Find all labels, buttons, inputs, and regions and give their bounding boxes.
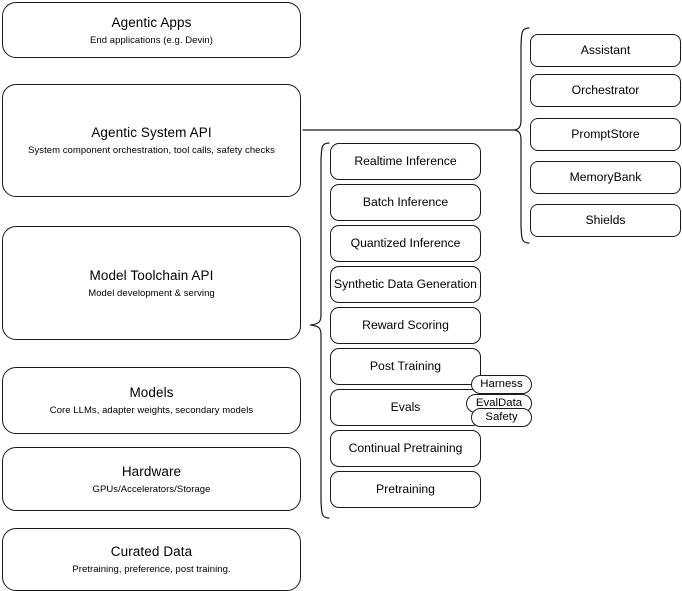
brace-middle (309, 142, 330, 519)
layer-title: Curated Data (110, 544, 193, 559)
layer-curated-data[interactable]: Curated Data Pretraining, preference, po… (2, 528, 301, 591)
component-label: MemoryBank (569, 170, 642, 184)
eval-pill-harness[interactable]: Harness (471, 375, 532, 394)
capability-evals[interactable]: Evals (330, 389, 481, 426)
capability-label: Continual Pretraining (348, 441, 463, 455)
layer-model-toolchain-api[interactable]: Model Toolchain API Model development & … (2, 226, 301, 340)
capability-batch-inference[interactable]: Batch Inference (330, 184, 481, 221)
eval-pill-label: EvalData (475, 397, 523, 409)
layer-subtitle: End applications (e.g. Devin) (90, 34, 213, 46)
component-shields[interactable]: Shields (530, 204, 681, 237)
component-label: PromptStore (571, 127, 640, 141)
capability-label: Pretraining (376, 482, 435, 496)
layer-subtitle: GPUs/Accelerators/Storage (92, 483, 211, 495)
layer-subtitle: Pretraining, preference, post training. (72, 564, 231, 575)
eval-pill-safety[interactable]: Safety (471, 408, 532, 427)
brace-right (513, 27, 530, 244)
capability-synthetic-data-generation[interactable]: Synthetic Data Generation (330, 266, 481, 303)
component-memorybank[interactable]: MemoryBank (530, 161, 681, 194)
capability-label: Realtime Inference (354, 154, 457, 168)
component-orchestrator[interactable]: Orchestrator (530, 74, 681, 107)
layer-subtitle: Core LLMs, adapter weights, secondary mo… (49, 405, 254, 416)
capability-label: Post Training (369, 359, 442, 373)
capability-label: Evals (390, 400, 421, 414)
layer-title: Model Toolchain API (89, 267, 214, 283)
eval-pill-label: Safety (485, 411, 518, 423)
layer-subtitle: Model development & serving (88, 287, 215, 299)
component-assistant[interactable]: Assistant (530, 34, 681, 67)
layer-title: Models (129, 385, 174, 400)
component-label: Shields (585, 213, 626, 227)
eval-pill-label: Harness (480, 378, 523, 390)
layer-subtitle: System component orchestration, tool cal… (28, 145, 275, 156)
capability-pretraining[interactable]: Pretraining (330, 471, 481, 508)
component-promptstore[interactable]: PromptStore (530, 118, 681, 151)
capability-label: Synthetic Data Generation (334, 277, 477, 291)
capability-continual-pretraining[interactable]: Continual Pretraining (330, 430, 481, 467)
capability-reward-scoring[interactable]: Reward Scoring (330, 307, 481, 344)
capability-realtime-inference[interactable]: Realtime Inference (330, 143, 481, 180)
capability-post-training[interactable]: Post Training (330, 348, 481, 385)
layer-models[interactable]: Models Core LLMs, adapter weights, secon… (2, 367, 301, 434)
layer-title: Agentic System API (91, 125, 212, 140)
component-label: Assistant (580, 43, 631, 57)
capability-label: Quantized Inference (350, 236, 461, 250)
component-label: Orchestrator (571, 83, 640, 97)
layer-title: Agentic Apps (111, 14, 192, 30)
layer-agentic-system-api[interactable]: Agentic System API System component orch… (2, 84, 301, 197)
layer-hardware[interactable]: Hardware GPUs/Accelerators/Storage (2, 447, 301, 511)
capability-label: Batch Inference (362, 195, 449, 209)
capability-label: Reward Scoring (362, 318, 449, 332)
layer-agentic-apps[interactable]: Agentic Apps End applications (e.g. Devi… (2, 2, 301, 58)
layer-title: Hardware (121, 463, 182, 479)
capability-quantized-inference[interactable]: Quantized Inference (330, 225, 481, 262)
